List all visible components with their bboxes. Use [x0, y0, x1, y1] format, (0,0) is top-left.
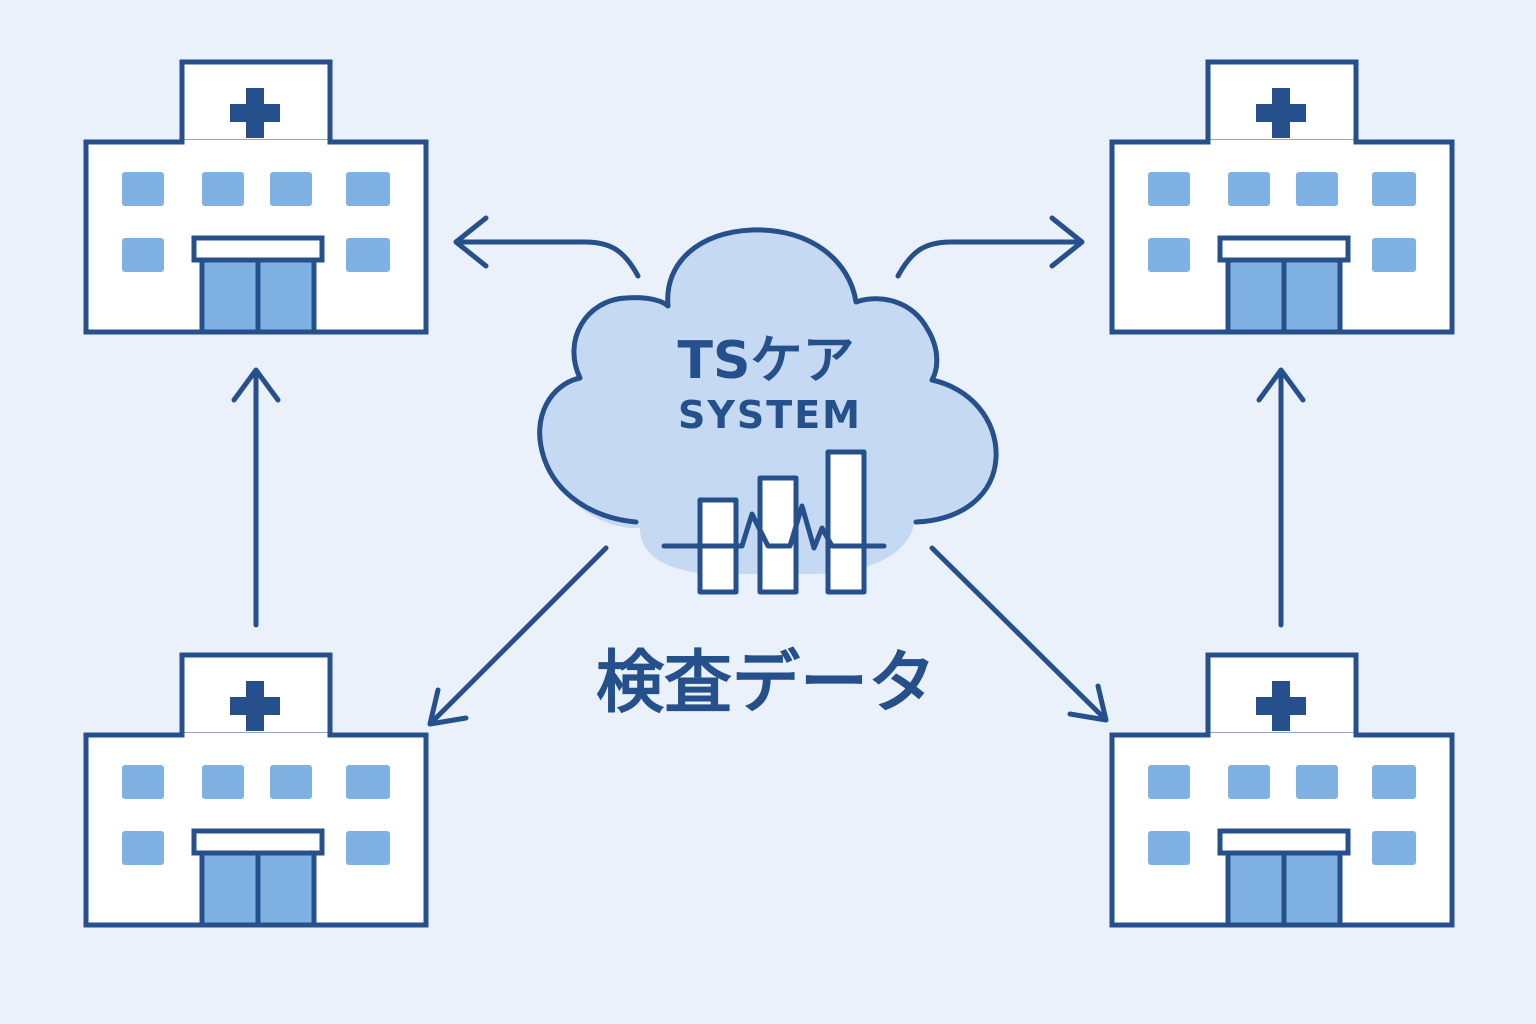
arrow-to-bottom-left: [427, 545, 609, 727]
hospital-icon: [86, 655, 426, 925]
pulse-chart-icon: [661, 449, 887, 595]
arrow-bottom-right-to-top-right: [1256, 367, 1306, 628]
cloud-icon: [537, 227, 999, 574]
hospital-icon: [1112, 655, 1452, 925]
arrow-to-top-left: [453, 215, 641, 279]
cloud-title: TSケア: [678, 331, 855, 391]
data-label: 検査データ: [596, 644, 936, 723]
arrow-to-bottom-right: [929, 545, 1109, 723]
arrow-to-top-right: [895, 215, 1085, 279]
hospital-icon: [1112, 62, 1452, 332]
arrow-bottom-left-to-top-left: [231, 367, 281, 628]
cloud-subtitle: SYSTEM: [678, 393, 862, 437]
hospital-icon: [86, 62, 426, 332]
